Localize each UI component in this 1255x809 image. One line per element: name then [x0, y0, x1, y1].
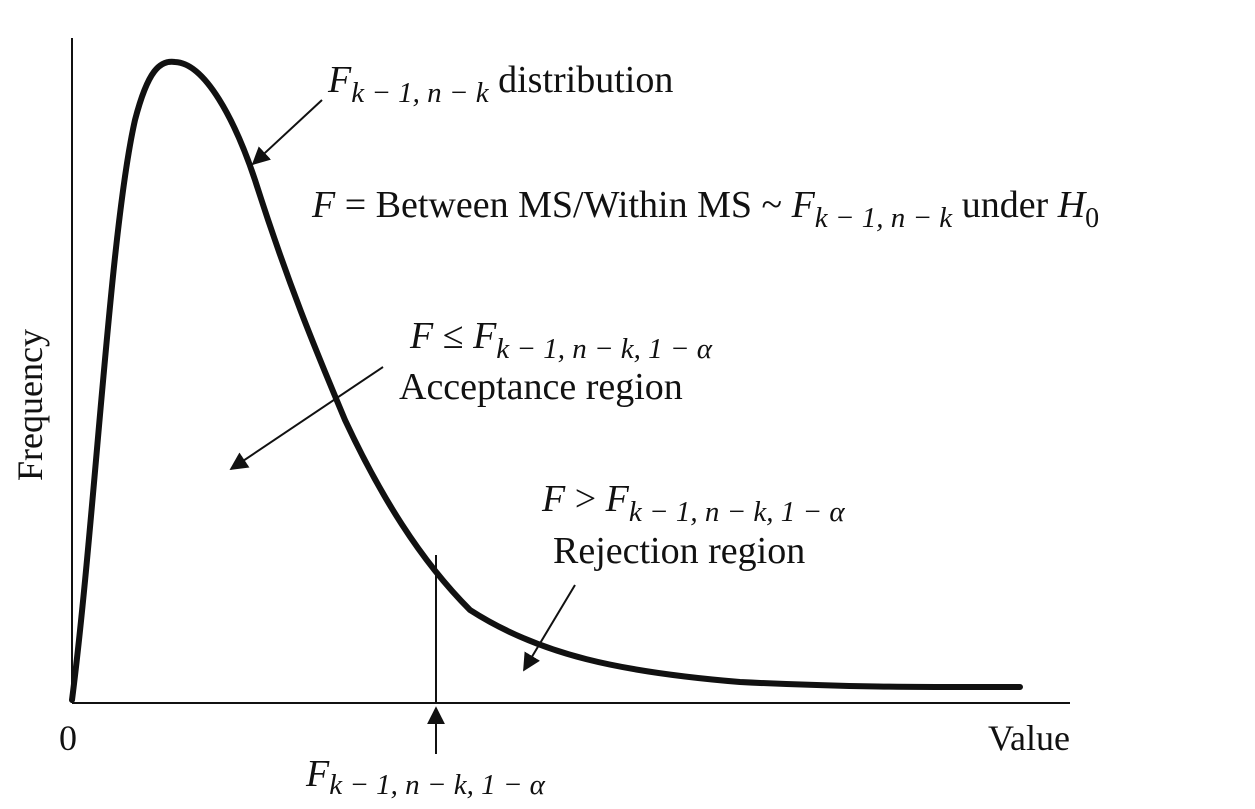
- f-density-curve: [69, 58, 1023, 703]
- x-axis-label: Value: [988, 718, 1070, 758]
- critical-value-label: Fk − 1, n − k, 1 − α: [305, 753, 546, 801]
- acceptance-arrow: [229, 366, 384, 471]
- acceptance-condition: F ≤ Fk − 1, n − k, 1 − α: [409, 315, 713, 365]
- distribution-arrow: [251, 99, 323, 166]
- rejection-region-label: Rejection region: [553, 530, 805, 572]
- origin-label: 0: [59, 718, 77, 758]
- y-axis-label: Frequency: [10, 329, 50, 481]
- acceptance-region-label: Acceptance region: [399, 366, 683, 408]
- statistic-label: F = Between MS/Within MS ~ Fk − 1, n − k…: [311, 184, 1099, 234]
- rejection-arrow: [523, 584, 576, 672]
- rejection-condition: F > Fk − 1, n − k, 1 − α: [541, 478, 845, 528]
- distribution-label: Fk − 1, n − k distribution: [327, 59, 673, 109]
